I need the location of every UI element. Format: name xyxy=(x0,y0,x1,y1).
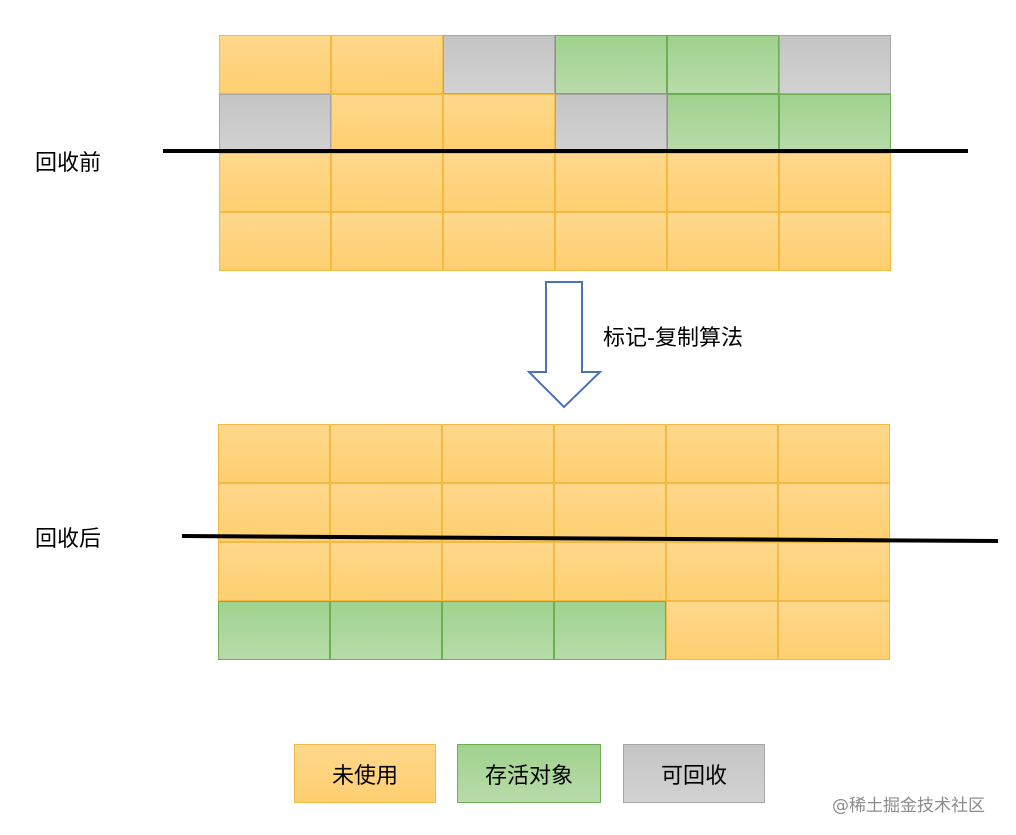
after-cell-unused xyxy=(218,542,330,601)
legend-live-object-label: 存活对象 xyxy=(484,763,573,789)
after-cell-unused xyxy=(218,483,330,542)
before-cell-unused xyxy=(779,212,891,271)
after-cell-unused xyxy=(666,601,778,660)
before-cell-live xyxy=(667,94,779,153)
before-cell-reclaimable xyxy=(443,35,555,94)
before-cell-unused xyxy=(555,212,667,271)
after-cell-unused xyxy=(778,542,890,601)
before-cell-reclaimable xyxy=(555,94,667,153)
after-cell-live xyxy=(218,601,330,660)
after-cell-live xyxy=(554,601,666,660)
legend-unused-label: 未使用 xyxy=(331,763,398,789)
legend-reclaimable-label: 可回收 xyxy=(660,763,727,789)
before-cell-unused xyxy=(219,35,331,94)
legend-unused: 未使用 xyxy=(294,744,436,803)
before-cell-unused xyxy=(443,153,555,212)
before-cell-unused xyxy=(331,94,443,153)
after-label: 回收后 xyxy=(35,527,102,552)
after-cell-unused xyxy=(442,542,554,601)
legend-live-object: 存活对象 xyxy=(457,744,601,803)
legend-reclaimable: 可回收 xyxy=(623,744,765,803)
before-cell-unused xyxy=(219,153,331,212)
after-cell-unused xyxy=(218,424,330,483)
after-cell-unused xyxy=(666,483,778,542)
before-label: 回收前 xyxy=(35,151,102,176)
after-cell-unused xyxy=(554,424,666,483)
after-cell-unused xyxy=(554,483,666,542)
before-cell-unused xyxy=(219,212,331,271)
after-cell-unused xyxy=(442,483,554,542)
after-cell-unused xyxy=(778,483,890,542)
before-cell-unused xyxy=(443,94,555,153)
before-cell-unused xyxy=(443,212,555,271)
before-cell-unused xyxy=(667,212,779,271)
after-cell-unused xyxy=(666,542,778,601)
before-cell-live xyxy=(667,35,779,94)
before-cell-unused xyxy=(331,35,443,94)
after-cell-live xyxy=(330,601,442,660)
after-cell-unused xyxy=(330,483,442,542)
before-divider-line xyxy=(163,149,968,153)
algorithm-label: 标记-复制算法 xyxy=(603,326,743,351)
before-cell-unused xyxy=(779,153,891,212)
down-arrow-icon xyxy=(526,281,603,409)
after-cell-unused xyxy=(778,424,890,483)
after-cell-unused xyxy=(778,601,890,660)
after-cell-unused xyxy=(554,542,666,601)
before-cell-live xyxy=(779,94,891,153)
before-cell-unused xyxy=(667,153,779,212)
watermark: @稀土掘金技术社区 xyxy=(832,796,985,816)
before-cell-unused xyxy=(331,153,443,212)
before-cell-reclaimable xyxy=(779,35,891,94)
before-cell-unused xyxy=(331,212,443,271)
after-cell-unused xyxy=(330,542,442,601)
after-cell-unused xyxy=(330,424,442,483)
after-cell-unused xyxy=(666,424,778,483)
before-cell-unused xyxy=(555,153,667,212)
after-cell-unused xyxy=(442,424,554,483)
before-cell-live xyxy=(555,35,667,94)
after-cell-live xyxy=(442,601,554,660)
before-cell-reclaimable xyxy=(219,94,331,153)
